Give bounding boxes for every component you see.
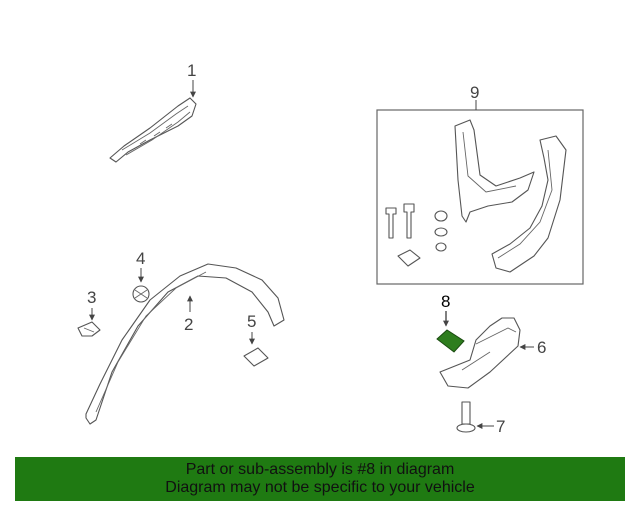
callout-6: 6 — [537, 338, 546, 357]
callout-2: 2 — [184, 315, 193, 334]
part-9-mudflap-kit[interactable]: 9 — [376, 83, 584, 285]
info-banner: Part or sub-assembly is #8 in diagram Di… — [15, 457, 625, 501]
parts-diagram: 1 9 4 3 2 — [77, 61, 584, 436]
part-8-shape — [436, 329, 465, 353]
callout-4: 4 — [136, 249, 145, 268]
callout-8: 8 — [441, 292, 450, 311]
part-3-push-pin[interactable]: 3 — [77, 288, 101, 337]
part-2-fender-arch[interactable]: 2 — [85, 263, 285, 425]
part-7-screw[interactable]: 7 — [456, 401, 505, 436]
part-6-splash-guard[interactable]: 6 — [439, 317, 546, 389]
callout-3: 3 — [87, 288, 96, 307]
part-4-clip[interactable]: 4 — [132, 249, 150, 303]
callout-7: 7 — [496, 417, 505, 436]
part-5-clip[interactable]: 5 — [243, 312, 269, 367]
banner-line-2: Diagram may not be specific to your vehi… — [165, 479, 475, 496]
callout-1: 1 — [187, 61, 196, 80]
callout-5: 5 — [247, 312, 256, 331]
banner-line-1: Part or sub-assembly is #8 in diagram — [185, 461, 455, 478]
part-8-bracket-highlighted[interactable]: 8 — [436, 292, 465, 353]
part-1-molding[interactable]: 1 — [109, 61, 197, 163]
callout-9: 9 — [470, 83, 479, 102]
